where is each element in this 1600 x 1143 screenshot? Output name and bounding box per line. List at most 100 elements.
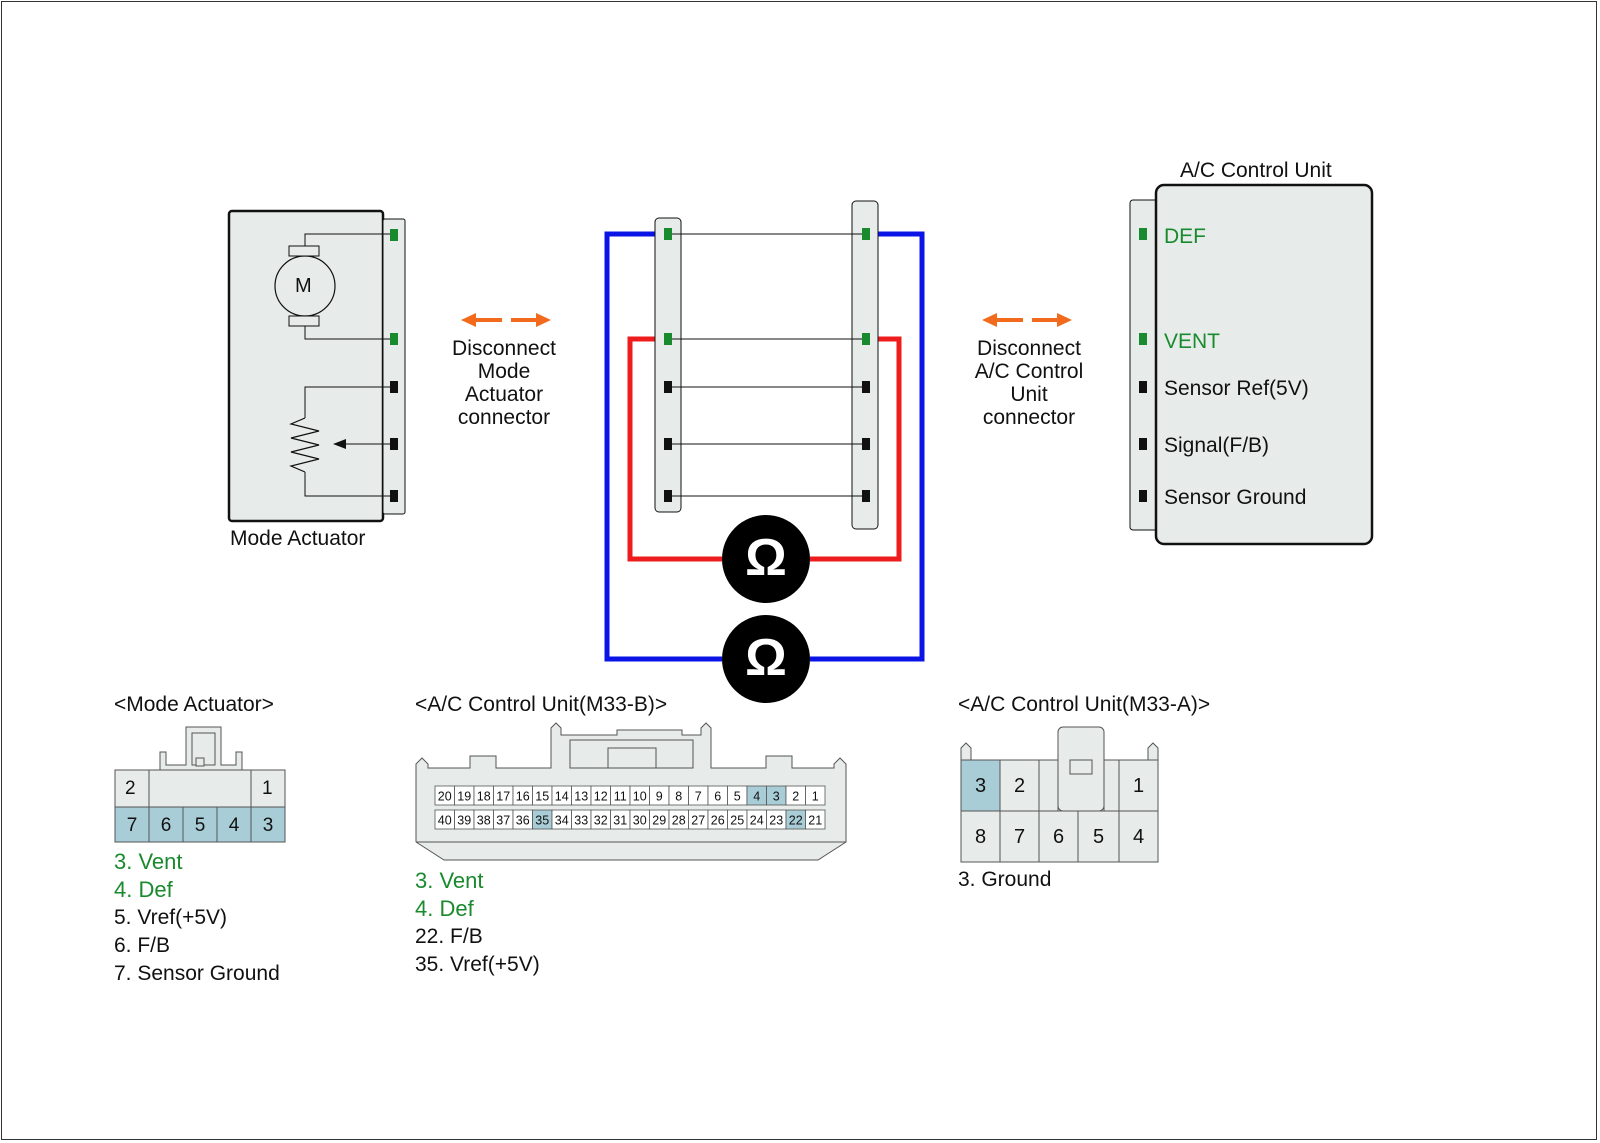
m33a-connector-title: <A/C Control Unit(M33-A)> — [958, 693, 1211, 716]
mode-connector-title: <Mode Actuator> — [114, 693, 274, 716]
legend-item: 3. Vent — [415, 868, 484, 893]
mode-pin-1: 1 — [262, 778, 273, 799]
m33b-pin-label: 28 — [672, 814, 686, 828]
disconnect-arrow-left — [461, 313, 551, 327]
m33a-connector-legend: 3. Ground — [958, 866, 1051, 894]
m33b-pin-label: 2 — [792, 790, 799, 804]
mode-actuator-block — [227, 209, 406, 523]
legend-item: 35. Vref(+5V) — [415, 953, 540, 976]
m33b-pin-label: 5 — [734, 790, 741, 804]
m33b-pin-label: 32 — [594, 814, 608, 828]
m33a-pin-cell — [1077, 810, 1120, 863]
mode-pin-3: 3 — [262, 815, 274, 836]
disconnect-left-line3: Actuator — [464, 383, 544, 406]
disconnect-left-line2: Mode — [477, 360, 531, 383]
harness-test — [604, 200, 925, 703]
m33b-pin-label: 19 — [457, 790, 471, 804]
m33b-pin-label: 13 — [574, 790, 588, 804]
m33b-pin-label: 27 — [691, 814, 705, 828]
m33a-pin-cell — [999, 759, 1040, 812]
legend-item: 22. F/B — [415, 925, 483, 948]
m33b-pin-label: 20 — [438, 790, 452, 804]
m33b-pin-label: 3 — [773, 790, 780, 804]
m33b-pin-label: 37 — [496, 814, 510, 828]
m33b-pin-cell — [805, 809, 826, 830]
disconnect-left-line4: connector — [457, 406, 551, 429]
ac-pin-vent: VENT — [1164, 330, 1221, 353]
m33b-pin-label: 7 — [695, 790, 702, 804]
ohmmeter-icon-red — [722, 515, 810, 603]
legend-item: 3. Ground — [958, 868, 1052, 891]
m33b-pin-label: 40 — [438, 814, 452, 828]
m33a-pin-7: 7 — [1013, 825, 1026, 848]
mode-pin-2: 2 — [125, 778, 136, 799]
disconnect-left-line1: Disconnect — [452, 337, 556, 360]
m33b-connector-title: <A/C Control Unit(M33-B)> — [415, 693, 668, 716]
m33b-pin-label: 12 — [594, 790, 608, 804]
legend-item: 4. Def — [415, 896, 474, 921]
m33b-pin-label: 36 — [516, 814, 530, 828]
m33b-connector-legend: 3. Vent 4. Def 22. F/B 35. Vref(+5V) — [415, 867, 540, 979]
m33b-pin-label: 39 — [457, 814, 471, 828]
m33b-pin-label: 8 — [675, 790, 682, 804]
mode-pin-cell — [182, 806, 218, 843]
ac-pin-sensor-ground: Sensor Ground — [1164, 486, 1307, 509]
m33b-pin-label: 34 — [555, 814, 569, 828]
mode-actuator-connector — [114, 726, 286, 808]
blue-test-lead — [604, 231, 722, 662]
legend-item: 4. Def — [114, 877, 173, 902]
m33a-pin-cell — [960, 759, 1001, 812]
mode-connector-legend: 3. Vent 4. Def 5. Vref(+5V) 6. F/B 7. Se… — [114, 848, 280, 988]
m33b-pin-label: 24 — [750, 814, 764, 828]
m33a-pin-2: 2 — [1013, 774, 1026, 797]
m33b-pin-label: 11 — [614, 790, 627, 804]
m33b-pin-label: 25 — [730, 814, 744, 828]
disconnect-right-line2: A/C Control — [974, 360, 1084, 383]
m33a-pin-6: 6 — [1052, 825, 1065, 848]
m33b-pin-label: 29 — [652, 814, 666, 828]
mode-pin-cell — [250, 806, 286, 843]
m33a-pin-cell — [999, 810, 1040, 863]
disconnect-arrow-right — [982, 313, 1072, 327]
m33b-pin-label: 6 — [714, 790, 721, 804]
motor-label: M — [295, 275, 312, 297]
legend-item: 7. Sensor Ground — [114, 962, 280, 985]
m33b-pin-label: 22 — [789, 814, 803, 828]
m33b-pin-label: 35 — [535, 814, 549, 828]
m33a-pin-cell — [960, 810, 1001, 863]
m33a-pin-1: 1 — [1132, 774, 1145, 797]
mode-actuator-title: Mode Actuator — [230, 527, 366, 550]
m33b-pin-label: 21 — [808, 814, 822, 828]
m33a-pin-cell — [1118, 810, 1159, 863]
m33b-pin-label: 23 — [769, 814, 783, 828]
m33a-pin-5: 5 — [1092, 825, 1105, 848]
disconnect-right-line1: Disconnect — [977, 337, 1081, 360]
ohm-symbol-red: Ω — [745, 529, 787, 587]
resistor-icon — [289, 417, 320, 473]
disconnect-right-line4: connector — [982, 406, 1076, 429]
ac-pin-sensor-ref: Sensor Ref(5V) — [1164, 377, 1309, 400]
m33b-pin-label: 30 — [633, 814, 647, 828]
m33b-pin-label: 10 — [633, 790, 647, 804]
m33b-pin-label: 26 — [711, 814, 725, 828]
legend-item: 3. Vent — [114, 849, 183, 874]
legend-item: 6. F/B — [114, 934, 171, 957]
m33b-pin-label: 16 — [516, 790, 530, 804]
m33b-pin-label: 33 — [574, 814, 588, 828]
ohmmeter-icon-blue — [722, 615, 810, 703]
m33a-pin-4: 4 — [1132, 825, 1145, 848]
m33b-pin-label: 31 — [613, 814, 627, 828]
mode-pin-cell — [148, 806, 184, 843]
mode-pin-cell — [216, 806, 252, 843]
m33b-pin-label: 15 — [535, 790, 549, 804]
ac-pin-signal: Signal(F/B) — [1164, 434, 1270, 457]
m33a-pin-3: 3 — [974, 774, 987, 797]
m33b-pin-label: 14 — [555, 790, 569, 804]
ohm-symbol-blue: Ω — [745, 629, 787, 687]
mode-pin-7: 7 — [126, 815, 138, 836]
m33b-pin-label: 38 — [477, 814, 491, 828]
ac-control-unit-block — [1129, 183, 1374, 546]
m33b-pin-cell — [805, 785, 826, 806]
